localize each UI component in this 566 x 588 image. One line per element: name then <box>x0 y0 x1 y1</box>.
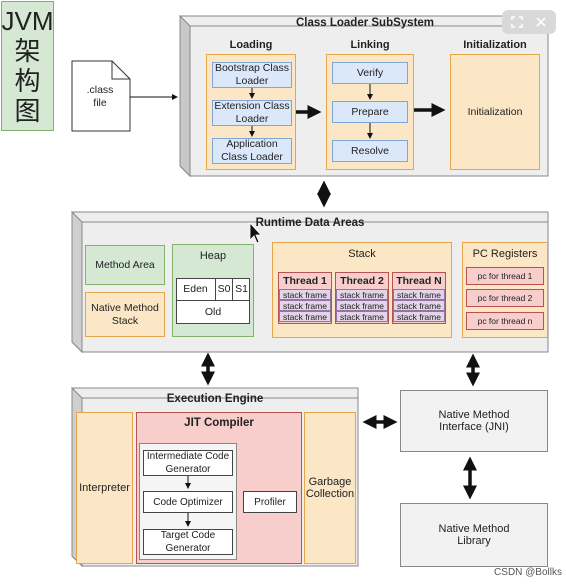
class-file-line1: .class <box>86 84 114 96</box>
thread-n-frame-3: stack frame <box>393 311 445 322</box>
method-area: Method Area <box>85 245 165 285</box>
class-file-label: .class file <box>72 80 128 114</box>
application-class-loader: Application Class Loader <box>212 138 292 164</box>
initialization-box: Initialization <box>450 54 540 170</box>
heap-s1: S1 <box>233 278 250 301</box>
side-title-char-3: 图 <box>14 96 41 126</box>
resolve-box: Resolve <box>332 140 408 162</box>
pc-thread-2: pc for thread 2 <box>466 289 544 307</box>
stack-title: Stack <box>348 247 376 260</box>
pc-registers-title: PC Registers <box>472 247 538 260</box>
pc-thread-n: pc for thread n <box>466 312 544 330</box>
native-method-library-box: Native Method Library <box>400 503 548 567</box>
thread-n-frame-2: stack frame <box>393 300 445 311</box>
class-file-line2: file <box>93 97 107 109</box>
interpreter-box: Interpreter <box>76 412 133 564</box>
runtime-title: Runtime Data Areas <box>255 217 365 229</box>
thread-1-frame-2: stack frame <box>279 300 331 311</box>
garbage-collection-box: Garbage Collection <box>304 412 356 564</box>
thread-2-name: Thread 2 <box>340 274 384 287</box>
jni-box: Native Method Interface (JNI) <box>400 390 548 452</box>
side-title-char-1: 架 <box>14 36 41 66</box>
profiler-box: Profiler <box>243 491 297 513</box>
heap-s0: S0 <box>216 278 233 301</box>
execution-title: Execution Engine <box>166 393 264 405</box>
initialization-title: Initialization <box>463 39 527 51</box>
linking-title: Linking <box>350 39 390 51</box>
pc-thread-1: pc for thread 1 <box>466 267 544 285</box>
side-title-jvm: JVM <box>1 6 54 36</box>
thread-n-name: Thread N <box>396 274 442 287</box>
prepare-box: Prepare <box>332 101 408 123</box>
heap-old: Old <box>204 306 222 318</box>
heap-box <box>176 278 250 324</box>
verify-box: Verify <box>332 62 408 84</box>
thread-2-frame-3: stack frame <box>336 311 388 322</box>
side-title-char-2: 构 <box>14 66 41 96</box>
thread-2-frame-2: stack frame <box>336 300 388 311</box>
jit-compiler-title: JIT Compiler <box>184 417 254 429</box>
thread-1-frame-1: stack frame <box>279 289 331 300</box>
thread-2-frame-1: stack frame <box>336 289 388 300</box>
heap-title: Heap <box>199 249 227 262</box>
native-method-stack: Native Method Stack <box>85 292 165 337</box>
extension-class-loader: Extension Class Loader <box>212 100 292 126</box>
intermediate-code-generator: Intermediate Code Generator <box>143 450 233 476</box>
expand-icon[interactable] <box>502 10 556 34</box>
side-title: JVM 架 构 图 <box>1 1 54 131</box>
code-optimizer: Code Optimizer <box>143 491 233 513</box>
loading-title: Loading <box>229 39 273 51</box>
thread-1-name: Thread 1 <box>283 274 327 287</box>
thread-n-frame-1: stack frame <box>393 289 445 300</box>
thread-1-frame-3: stack frame <box>279 311 331 322</box>
watermark: CSDN @Bollks <box>494 567 562 578</box>
heap-eden: Eden <box>176 278 216 301</box>
class-loader-title: Class Loader SubSystem <box>295 17 435 29</box>
bootstrap-class-loader: Bootstrap Class Loader <box>212 62 292 88</box>
target-code-generator: Target Code Generator <box>143 529 233 555</box>
